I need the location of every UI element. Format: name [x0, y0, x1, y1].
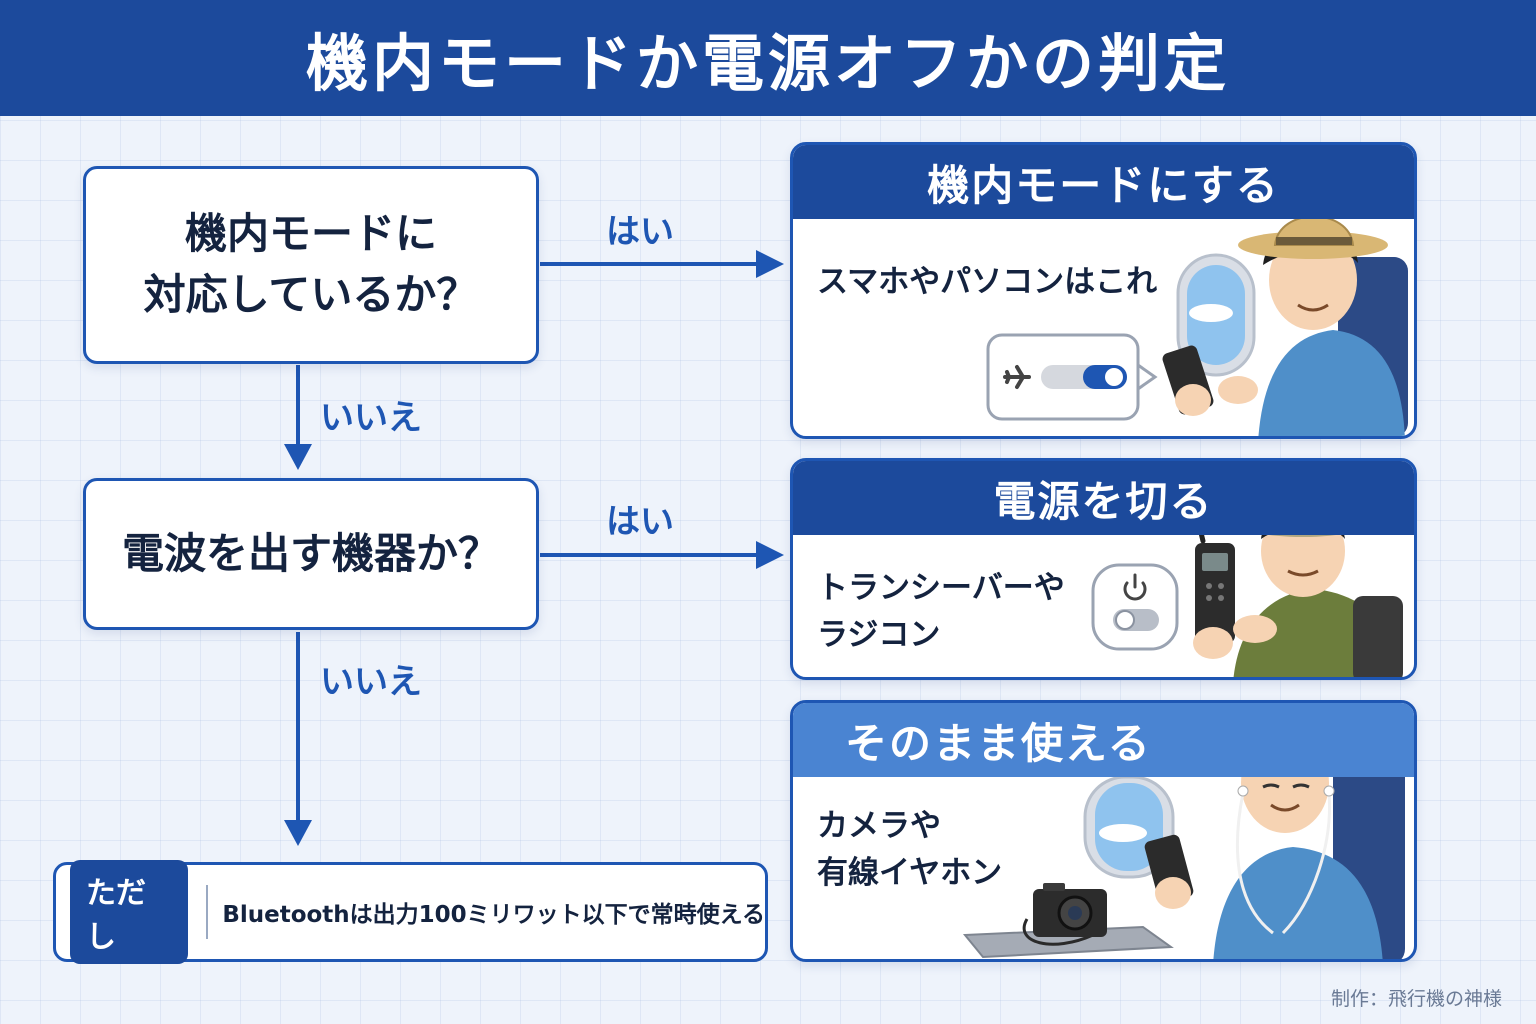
- toggle-switch-icon: [1113, 609, 1159, 631]
- airplane-mode-toggle-bubble: [986, 333, 1158, 421]
- result-power-off-text: トランシーバーや ラジコン: [817, 565, 1065, 658]
- power-icon: [1123, 573, 1147, 601]
- smartphone-icon: [1144, 834, 1194, 909]
- result-use-as-is: そのまま使える: [790, 700, 1417, 962]
- result-power-off: 電源を切る: [790, 458, 1417, 680]
- bluetooth-note: ただし Bluetoothは出力100ミリワット以下で常時使える: [53, 860, 768, 964]
- result-use-as-is-line2: 有線イヤホン: [817, 854, 1003, 891]
- smartphone-icon: [1162, 345, 1258, 416]
- camera-icon: [962, 883, 1174, 959]
- result-power-off-title: 電源を切る: [793, 461, 1414, 535]
- arrow-q2-yes: [540, 541, 784, 569]
- walkie-talkie-icon: [1188, 488, 1277, 659]
- question-2-line1: 電波を出す機器か？: [121, 528, 500, 578]
- power-toggle-bubble: [1091, 563, 1179, 651]
- arrow-q1-yes: [540, 250, 784, 278]
- toggle-switch-icon: [1041, 365, 1127, 389]
- note-text: Bluetoothは出力100ミリワット以下で常時使える: [222, 902, 765, 928]
- result-airplane-mode-title: 機内モードにする: [793, 145, 1414, 219]
- label-no-2: いいえ: [320, 662, 422, 702]
- label-yes-2: はい: [606, 502, 674, 542]
- note-divider: [206, 885, 209, 939]
- page-title: 機内モードか電源オフかの判定: [305, 27, 1230, 100]
- question-1-line1: 機内モードに: [184, 209, 437, 259]
- header-banner: 機内モードか電源オフかの判定: [0, 0, 1536, 116]
- result-use-as-is-text: カメラや 有線イヤホン: [817, 803, 1002, 896]
- question-1-line2: 対応しているか？: [143, 270, 479, 319]
- label-no-1: いいえ: [320, 398, 422, 438]
- credit-text: 制作：飛行機の神様: [1330, 988, 1502, 1010]
- result-use-as-is-title: そのまま使える: [793, 703, 1414, 777]
- label-yes-1: はい: [606, 212, 674, 252]
- question-airplane-mode: 機内モードに 対応しているか？: [83, 166, 539, 364]
- arrow-q1-no: [284, 365, 312, 470]
- person-illustration: [1238, 215, 1405, 436]
- window-icon: [1176, 253, 1256, 377]
- result-power-off-line2: ラジコン: [817, 616, 941, 653]
- airplane-icon: [1003, 365, 1031, 389]
- note-badge: ただし: [70, 860, 189, 964]
- earphones-icon: [1235, 785, 1335, 935]
- arrow-q2-no: [284, 632, 312, 846]
- question-emits-radio: 電波を出す機器か？: [83, 478, 539, 630]
- result-power-off-line1: トランシーバーや: [817, 570, 1065, 606]
- airplane-mode-illustration: [986, 215, 1408, 436]
- result-airplane-mode: 機内モードにする: [790, 142, 1417, 439]
- result-airplane-mode-text: スマホやパソコンはこれ: [817, 264, 1158, 300]
- result-use-as-is-line1: カメラや: [817, 808, 941, 844]
